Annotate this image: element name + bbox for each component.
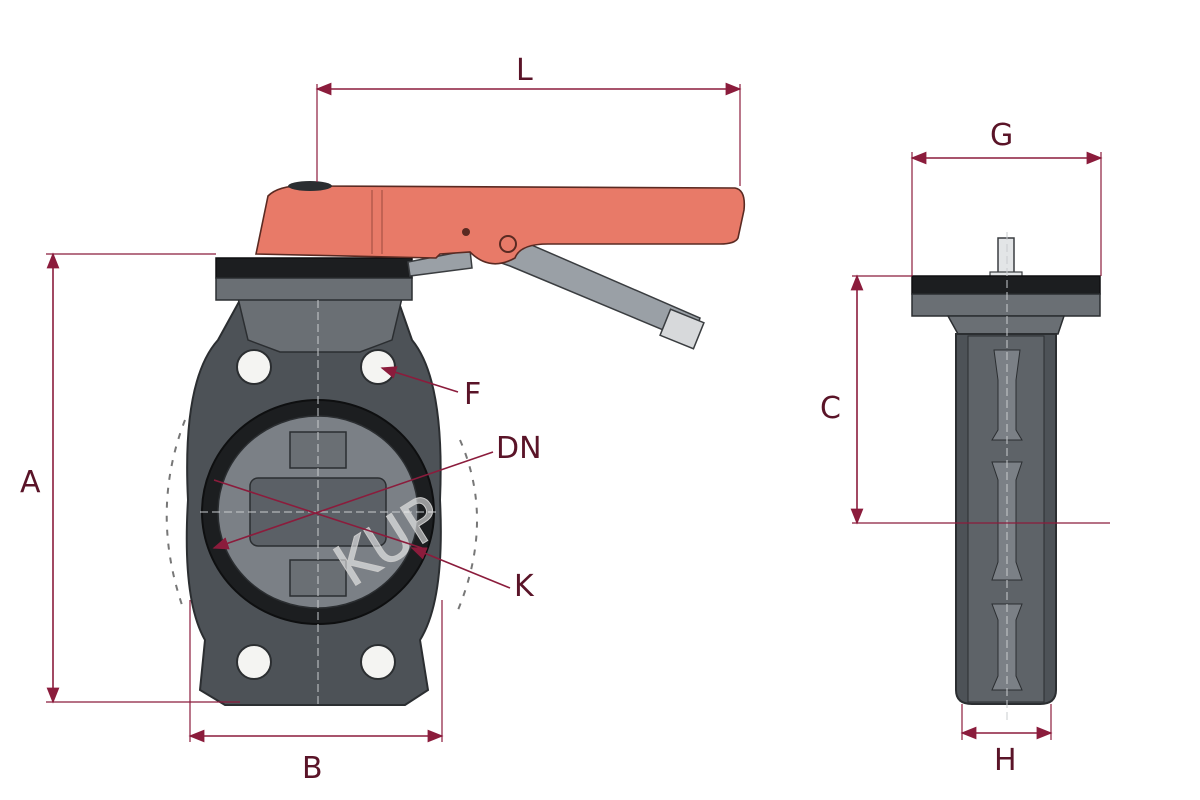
bolt-hole-top-left [236,349,272,385]
side-top-plate [911,275,1101,295]
side-neck [946,315,1066,335]
side-view [911,232,1101,720]
handle [255,184,746,265]
ghost-flange-right [457,439,478,611]
front-view: KUP [165,181,746,706]
bolt-hole-top-right [360,349,396,385]
side-dimensions: G C H [820,118,1110,778]
label-B: B [302,751,323,786]
label-G: G [990,118,1013,153]
valve-neck [237,297,403,353]
leader-K [410,547,511,589]
label-A: A [20,465,41,500]
top-flange-plate [215,257,413,279]
handle-cap [288,181,332,191]
handle-pin [462,228,470,236]
label-H: H [994,743,1017,778]
lever-grip [659,308,705,350]
label-K: K [514,569,535,604]
leader-DN-inner [213,479,423,549]
leader-DN [212,451,494,550]
top-flange-base [215,277,413,301]
bolt-hole-bottom-left [236,644,272,680]
label-C: C [820,391,841,426]
label-L: L [516,53,533,88]
side-top-base [911,293,1101,317]
label-F: F [464,377,481,412]
ghost-flange-left [165,419,186,606]
bolt-hole-bottom-right [360,644,396,680]
handle-pivot [499,235,517,253]
label-DN: DN [496,431,542,466]
front-dimensions: L A B F DN K [20,53,742,786]
leader-F [380,366,459,393]
